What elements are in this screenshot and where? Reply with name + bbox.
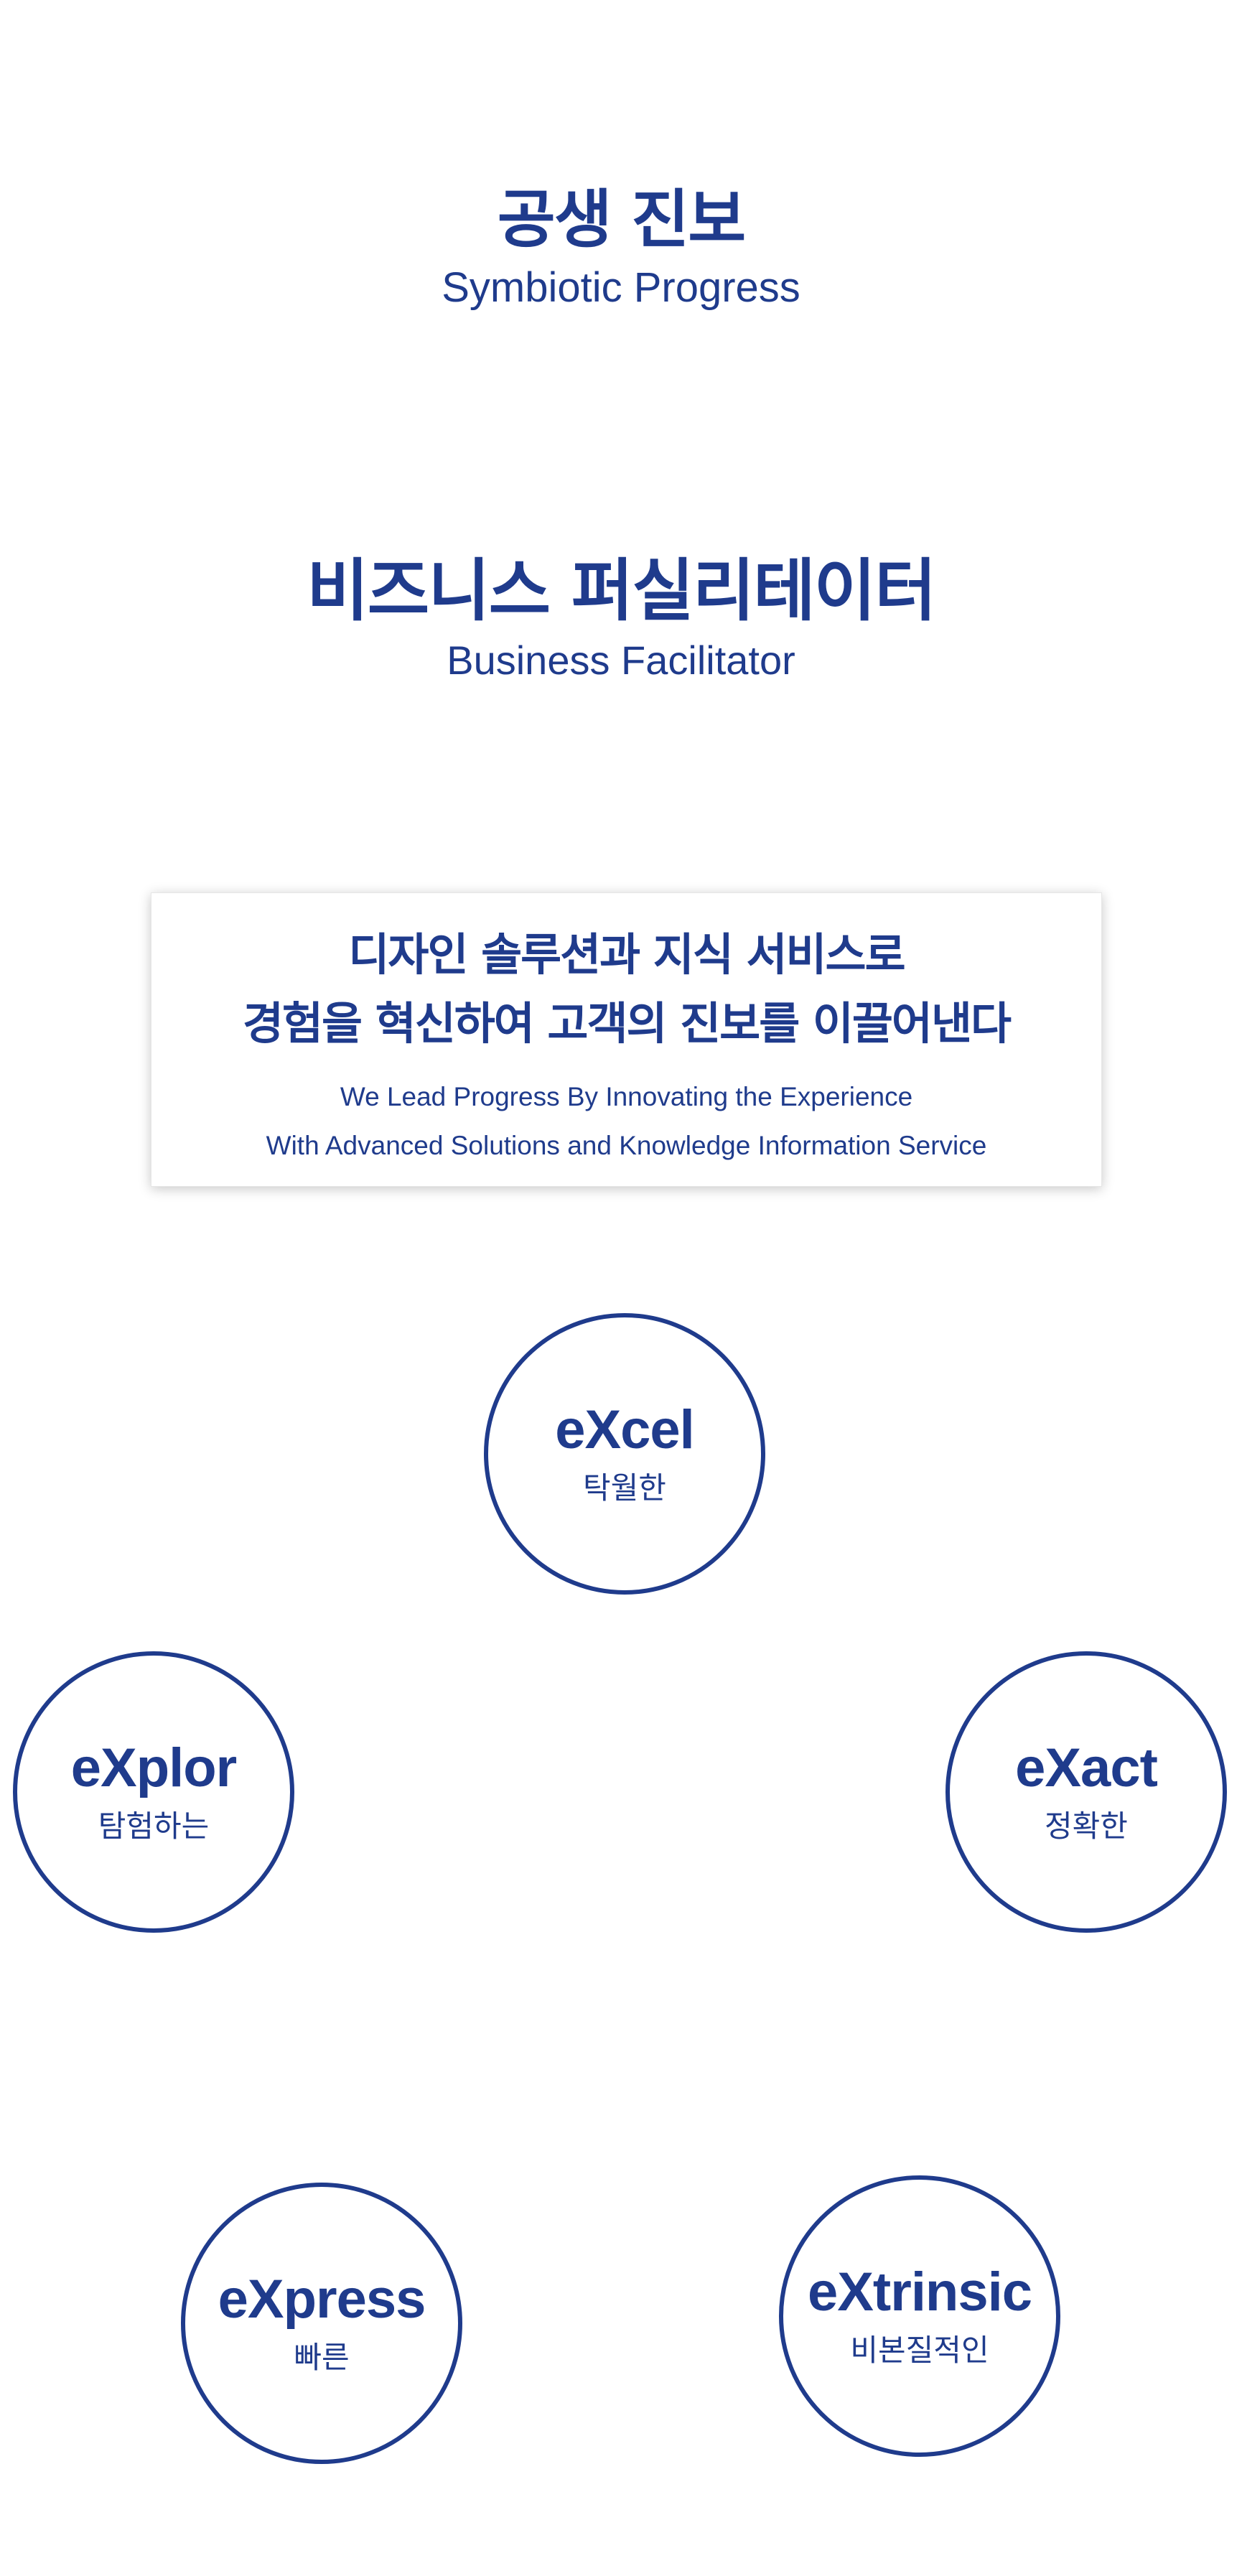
symbiotic-title-ko: 공생 진보: [497, 182, 746, 256]
facilitator-title-en: Business Facilitator: [447, 638, 795, 683]
symbiotic-title-en: Symbiotic Progress: [442, 264, 800, 312]
value-extrinsic-en: eXtrinsic: [807, 2261, 1032, 2323]
value-circle-excel: eXcel 탁월한: [484, 1313, 765, 1595]
value-express-en: eXpress: [218, 2268, 426, 2330]
facilitator-title-ko: 비즈니스 퍼실리테이터: [307, 552, 937, 630]
value-express-ko: 빠른: [294, 2339, 350, 2375]
mission-en-line-1: We Lead Progress By Innovating the Exper…: [340, 1082, 913, 1111]
value-exact-en: eXact: [1015, 1737, 1158, 1798]
value-excel-ko: 탁월한: [583, 1470, 666, 1506]
value-exact-ko: 정확한: [1045, 1808, 1128, 1844]
mission-statement-box: 디자인 솔루션과 지식 서비스로 경험을 혁신하여 고객의 진보를 이끌어낸다 …: [151, 892, 1102, 1187]
business-facilitator-section: 비즈니스 퍼실리테이터 Business Facilitator: [0, 552, 1242, 684]
mission-ko-group: 디자인 솔루션과 지식 서비스로 경험을 혁신하여 고객의 진보를 이끌어낸다: [151, 920, 1101, 1058]
value-circle-express: eXpress 빠른: [181, 2183, 462, 2464]
value-circle-extrinsic: eXtrinsic 비본질적인: [779, 2175, 1060, 2457]
mission-ko-line-2: 경험을 혁신하여 고객의 진보를 이끌어낸다: [242, 997, 1012, 1050]
value-circle-explor: eXplor 탐험하는: [13, 1651, 294, 1933]
mission-ko-line-1: 디자인 솔루션과 지식 서비스로: [348, 928, 905, 981]
value-explor-en: eXplor: [70, 1737, 237, 1798]
value-extrinsic-ko: 비본질적인: [850, 2332, 989, 2368]
mission-en-line-2: With Advanced Solutions and Knowledge In…: [266, 1131, 987, 1160]
value-circle-exact: eXact 정확한: [945, 1651, 1227, 1933]
symbiotic-progress-section: 공생 진보 Symbiotic Progress: [0, 183, 1242, 313]
value-excel-en: eXcel: [555, 1399, 695, 1460]
value-explor-ko: 탐험하는: [98, 1808, 210, 1844]
mission-en-group: We Lead Progress By Innovating the Exper…: [151, 1073, 1101, 1170]
